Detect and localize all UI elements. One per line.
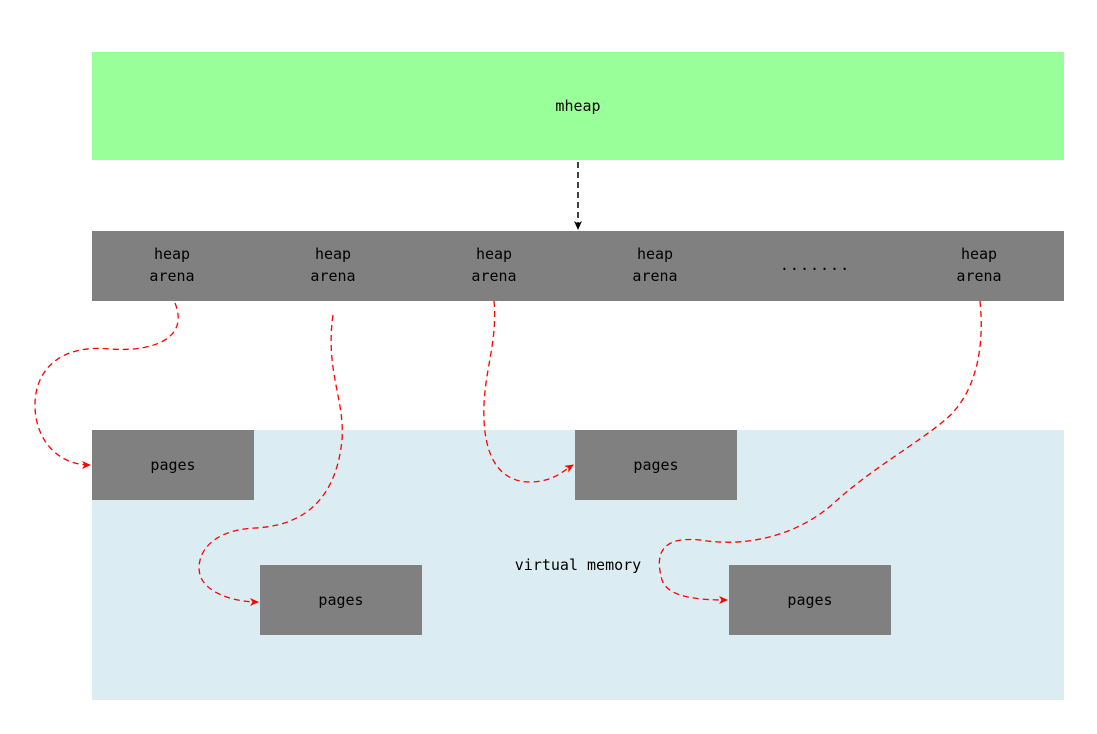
pages-box-3: pages [260, 565, 422, 635]
heap-arena-1: heap arena [149, 245, 195, 285]
arena-ellipsis: ....... [779, 256, 851, 274]
heap-arena-2: heap arena [310, 245, 356, 285]
mheap-label: mheap [555, 97, 601, 115]
arena-2-to-pages-3-arrow [198, 314, 343, 606]
pages-label: pages [787, 591, 833, 609]
pages-label: pages [318, 591, 364, 609]
arena-5-to-pages-4-arrow [658, 300, 982, 604]
heap-arena-bar [92, 231, 1064, 301]
pages-label: pages [633, 456, 679, 474]
pages-label: pages [150, 456, 196, 474]
pages-box-2: pages [575, 430, 737, 500]
heap-arena-4: heap arena [632, 245, 678, 285]
pages-box-4: pages [729, 565, 891, 635]
virtual-memory-label: virtual memory [514, 556, 642, 574]
arena-1-to-pages-1-arrow [34, 302, 179, 469]
pages-box-1: pages [92, 430, 254, 500]
heap-arena-3: heap arena [471, 245, 517, 285]
heap-arena-5: heap arena [956, 245, 1002, 285]
arena-3-to-pages-2-arrow [483, 300, 574, 483]
mheap-box: mheap [92, 52, 1064, 160]
